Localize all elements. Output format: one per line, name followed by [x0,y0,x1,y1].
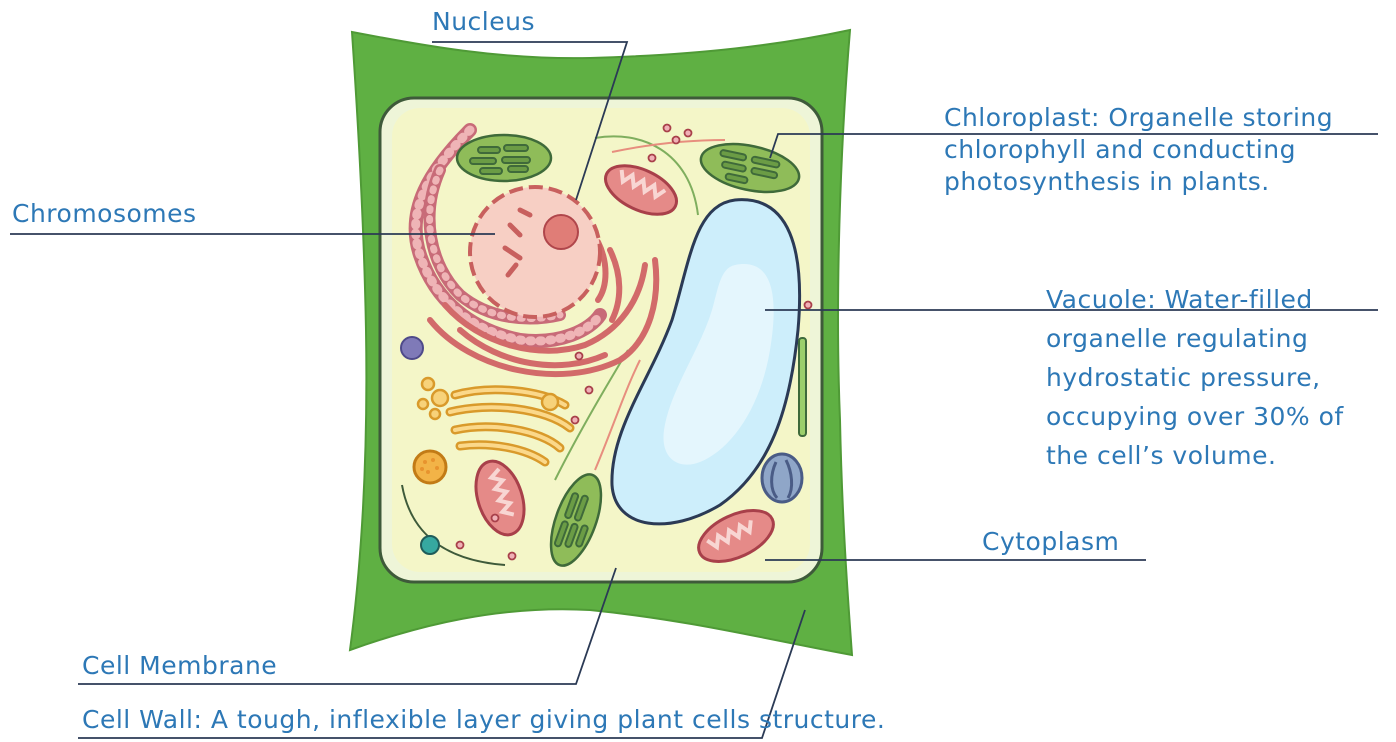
cell-membrane-label: Cell Membrane [82,650,277,682]
chloroplast [457,135,551,181]
peroxisome [414,451,446,483]
nucleolus [544,215,578,249]
nucleus [470,187,600,317]
chromosomes-label: Chromosomes [12,198,197,230]
chloroplast-label: Chloroplast: Organelle storing chlorophy… [944,102,1333,198]
vacuole-label: Vacuole: Water-filled organelle regulati… [1046,280,1344,475]
cell-wall-label: Cell Wall: A tough, inflexible layer giv… [82,704,885,736]
lysosome [401,337,423,359]
nucleus-label: Nucleus [432,6,535,38]
cytoplasm-label: Cytoplasm [982,526,1119,558]
